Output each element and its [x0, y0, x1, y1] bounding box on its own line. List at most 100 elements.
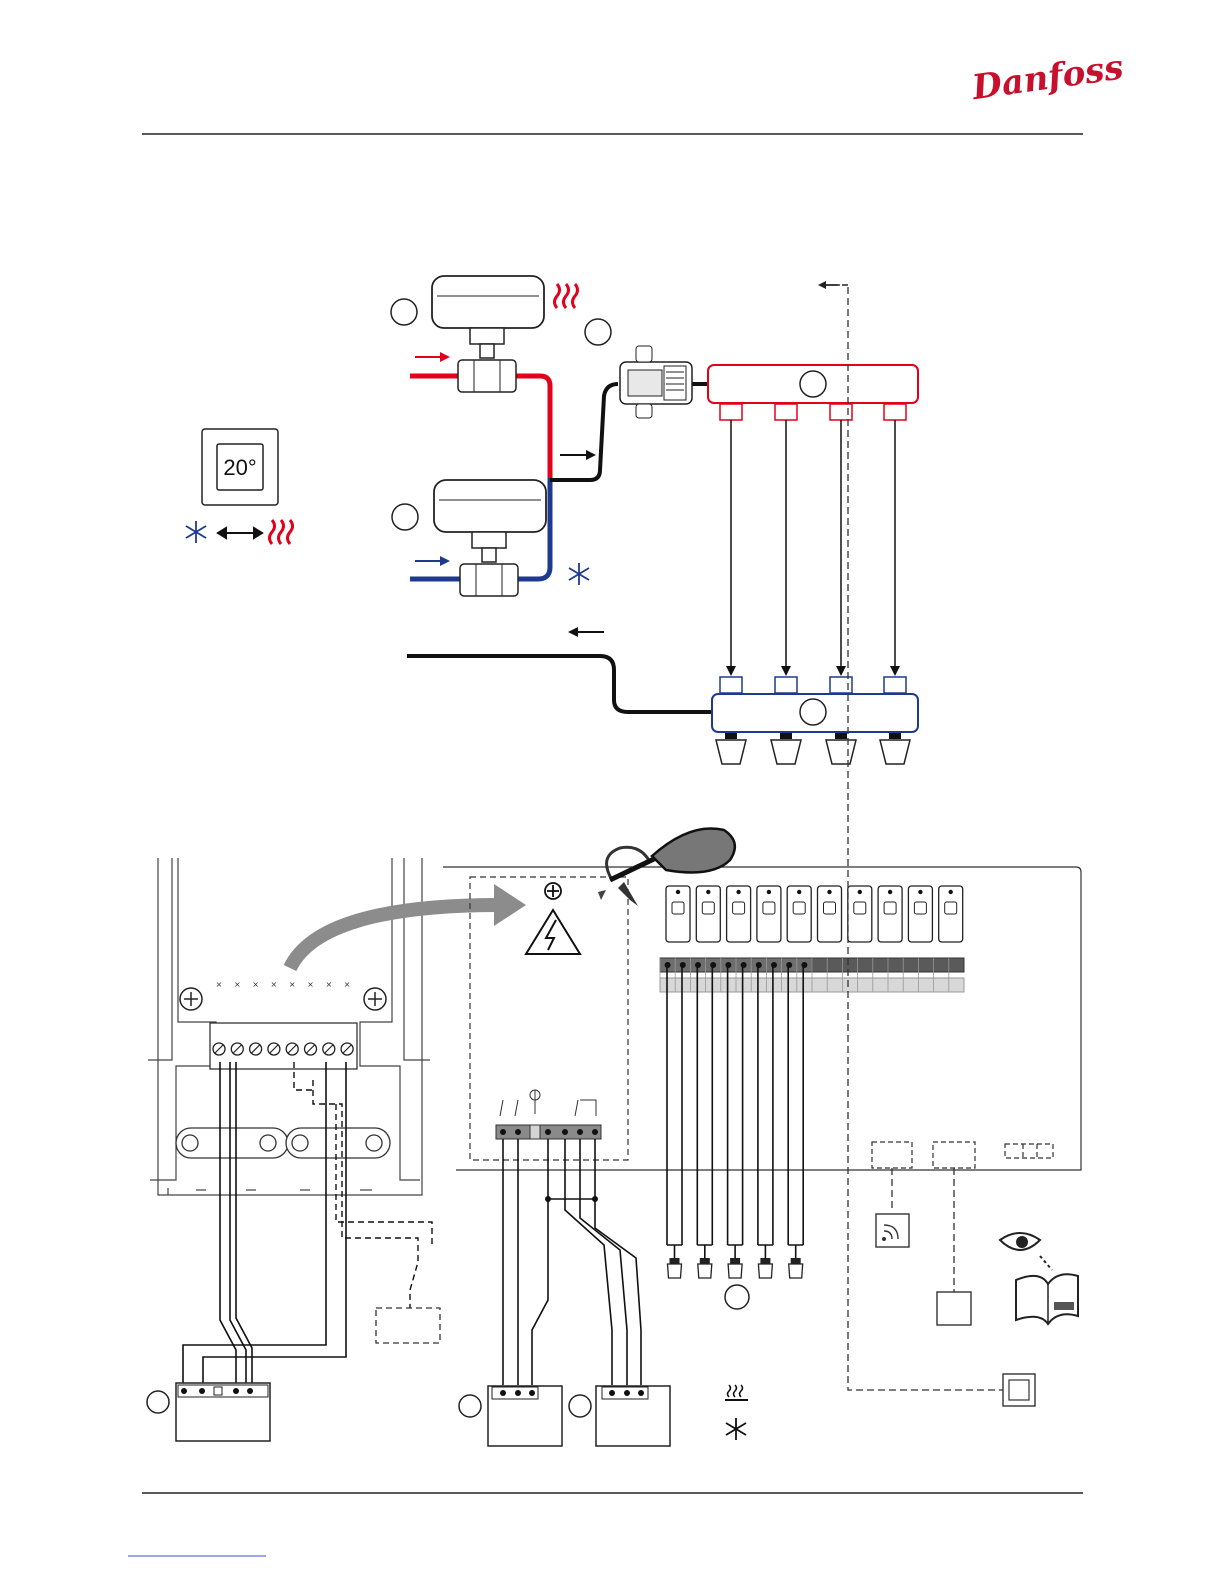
room-thermostat: 20°	[202, 429, 278, 505]
snowflake-icon	[186, 521, 206, 543]
brand-logo-text: Danfoss	[969, 47, 1126, 108]
actuator-head	[789, 1264, 803, 1278]
actuator-cap	[791, 1258, 801, 1264]
return-valve-head	[716, 740, 746, 764]
actuator-cable	[667, 965, 682, 1245]
strip-contact	[756, 962, 762, 968]
strip-contact	[725, 962, 731, 968]
terminal-block: ××××××××	[210, 980, 357, 1069]
flow-arrow-supply	[560, 450, 596, 460]
callout-circle	[569, 1395, 591, 1417]
terminal-mark: ×	[325, 980, 332, 989]
actuator-head	[758, 1264, 772, 1278]
actuator-cap	[730, 1258, 740, 1264]
channel-terminal-strip	[660, 958, 964, 992]
eye-icon	[1000, 1233, 1052, 1270]
return-valve-cap	[725, 733, 737, 739]
screw-icon	[545, 883, 561, 899]
return-valve-head	[826, 740, 856, 764]
actuator-led	[949, 890, 953, 894]
return-valve-cap	[835, 733, 847, 739]
actuator-led	[918, 890, 922, 894]
direction-arrow	[290, 905, 500, 968]
return-port	[884, 677, 906, 693]
thermostat-display: 20°	[223, 455, 256, 480]
actuator-slots	[666, 886, 963, 942]
flow-arrow-return	[568, 627, 604, 637]
actuator-button	[733, 902, 745, 914]
actuator-head	[728, 1264, 742, 1278]
left-wiring	[183, 1062, 346, 1387]
actuator-cable	[758, 965, 773, 1245]
valve-actuator-connector	[176, 1383, 270, 1441]
dashed-links	[848, 287, 1003, 1390]
snowflake-icon	[569, 563, 589, 585]
supply-port	[830, 404, 852, 420]
return-port	[720, 677, 742, 693]
return-valve-cap	[780, 733, 792, 739]
wire-junction	[545, 1196, 551, 1202]
terminal-mark: ×	[252, 980, 259, 989]
cable-clamp	[176, 1128, 390, 1158]
supply-port	[884, 404, 906, 420]
return-pipe	[407, 656, 712, 712]
flow-arrow-cool-in	[415, 556, 450, 566]
terminal-mark: ×	[344, 980, 351, 989]
actuator-cables	[667, 965, 803, 1278]
callout-circle	[725, 1285, 749, 1309]
remote-sensor	[1003, 1374, 1035, 1406]
heat-waves-icon	[555, 284, 578, 308]
actuator-cable	[728, 965, 743, 1245]
screw-icon	[364, 988, 386, 1010]
actuator-led	[797, 890, 801, 894]
actuator-led	[706, 890, 710, 894]
loop-arrow	[726, 666, 736, 676]
callout-circle	[585, 319, 611, 345]
antenna-icon	[876, 1214, 909, 1247]
actuator-button	[884, 902, 896, 914]
actuator-led	[676, 890, 680, 894]
strip-contact	[771, 962, 777, 968]
loop-arrow	[836, 666, 846, 676]
actuator-cable	[697, 965, 712, 1245]
return-port	[830, 677, 852, 693]
actuator-button	[672, 902, 684, 914]
brand-logo: Danfoss	[969, 47, 1126, 108]
strip-contact	[710, 962, 716, 968]
actuator-button	[793, 902, 805, 914]
actuator-cap	[760, 1258, 770, 1264]
actuator-button	[854, 902, 866, 914]
high-voltage-icon	[526, 910, 580, 954]
actuator-cap	[670, 1258, 680, 1264]
callout-circle	[147, 1391, 169, 1413]
actuator-led	[827, 890, 831, 894]
flow-arrow-heat-in	[415, 352, 450, 362]
channel-selector-arrow	[818, 281, 848, 289]
strip-contact	[801, 962, 807, 968]
supply-manifold	[708, 365, 918, 403]
callout-circle	[391, 299, 417, 325]
actuator-cap	[700, 1258, 710, 1264]
heat-waves-icon	[270, 520, 293, 544]
terminal-mark: ×	[234, 980, 241, 989]
extension-module	[937, 1292, 971, 1325]
direction-arrow-head	[494, 884, 526, 926]
double-arrow-icon	[218, 528, 262, 538]
actuator-led	[736, 890, 740, 894]
mixed-supply-pipe	[550, 384, 618, 480]
actuator-led	[858, 890, 862, 894]
snowflake-icon	[726, 1418, 746, 1440]
actuator-cable	[788, 965, 803, 1245]
callout-circle	[459, 1395, 481, 1417]
terminal-mark: ×	[216, 980, 223, 989]
actuator-button	[824, 902, 836, 914]
option-slots	[872, 1142, 1053, 1168]
power-wiring	[503, 1139, 641, 1385]
heating-loops	[726, 420, 900, 676]
return-manifold	[712, 694, 918, 732]
supply-port	[775, 404, 797, 420]
circulation-pump	[620, 346, 692, 418]
left-wiring-optional	[294, 1062, 432, 1308]
actuator-head	[668, 1264, 682, 1278]
supply-manifold-ports	[720, 404, 906, 420]
